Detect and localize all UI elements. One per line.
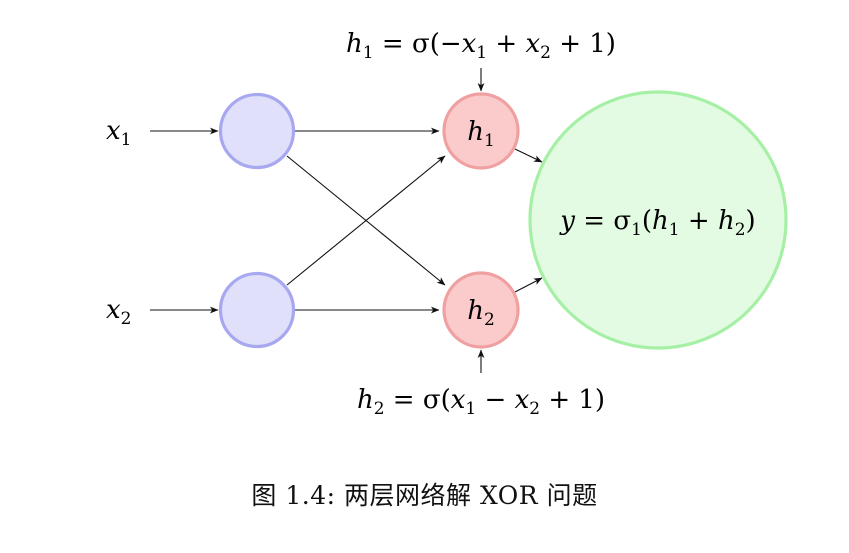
hidden-node-h1 (442, 92, 520, 170)
figure-caption: 图 1.4: 两层网络解 XOR 问题 (251, 481, 598, 510)
input-node-1 (218, 92, 296, 170)
formula-h2: h2 = σ(x1 − x2 + 1) (357, 385, 605, 419)
formula-h1: h1 = σ(−x1 + x2 + 1) (346, 29, 616, 63)
edge-input2-to-h1 (286, 155, 446, 286)
edge-h2-to-output (514, 277, 543, 293)
output-node-y (528, 90, 788, 350)
hidden-label-h2: h2 (467, 296, 495, 330)
output-formula-y: y = σ1(h1 + h2) (559, 206, 755, 240)
input-node-2 (218, 271, 296, 349)
input-label-x2: x2 (106, 295, 132, 329)
input-label-x1: x1 (106, 116, 132, 150)
hidden-label-h1: h1 (467, 117, 495, 151)
edge-h1-to-output (514, 148, 543, 163)
edges (150, 68, 543, 373)
hidden-node-h2 (442, 271, 520, 349)
